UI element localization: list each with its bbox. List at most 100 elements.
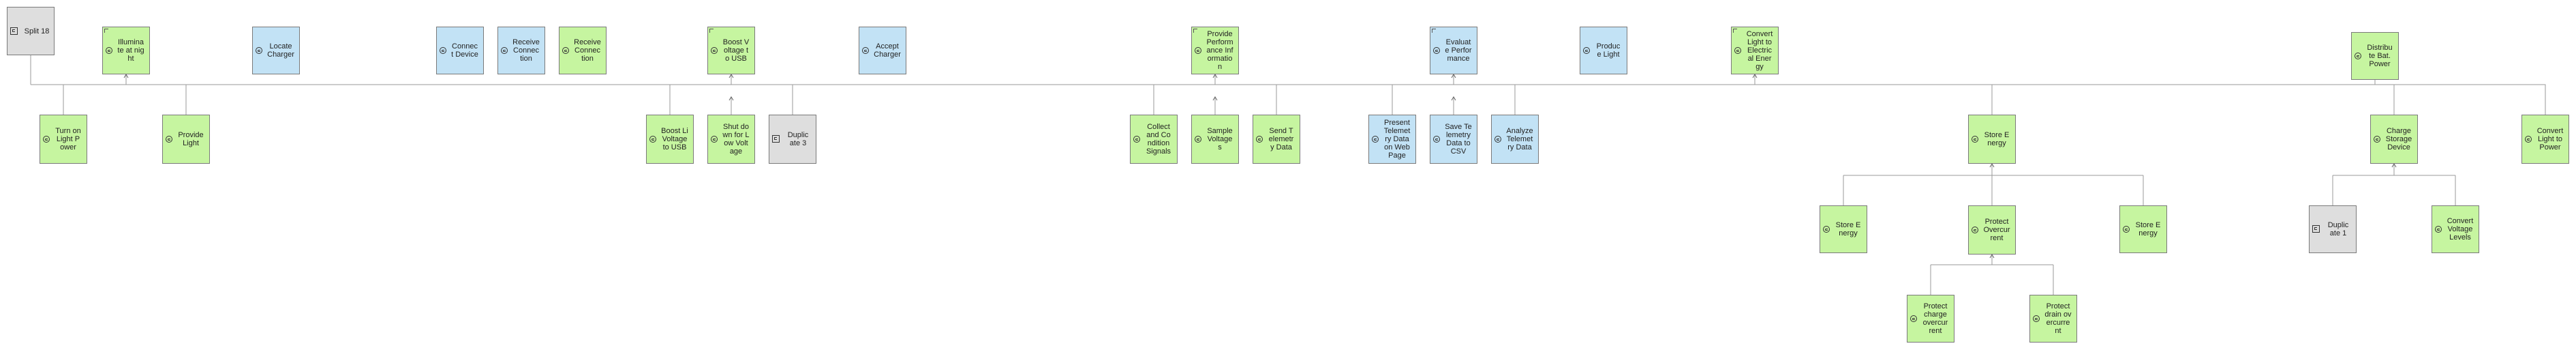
- function-icon: [1494, 136, 1501, 143]
- sample-voltages-node[interactable]: Sample Voltages: [1191, 115, 1239, 164]
- node-label: Provide Light: [178, 131, 204, 147]
- boost-li-voltage-node[interactable]: Boost Li Voltage to USB: [646, 115, 694, 164]
- node-label: Provide Performance Information: [1206, 30, 1233, 71]
- subtree-charge: [2332, 164, 2456, 205]
- duplicate-3-node[interactable]: Duplicate 3: [769, 115, 816, 164]
- corner-icon: [709, 29, 714, 33]
- node-label: Store Energy: [1835, 221, 1861, 237]
- node-label: Connect Device: [451, 42, 478, 59]
- protect-charge-overcurrent-node[interactable]: Protect charge overcurrent: [1907, 295, 1954, 343]
- function-icon: [1372, 136, 1379, 143]
- subtree-store: [1843, 164, 2144, 205]
- node-label: Boost Li Voltage to USB: [661, 127, 688, 151]
- arrow-provideperf: [1212, 74, 1218, 78]
- node-label: Turn on Light Power: [55, 127, 81, 151]
- function-icon: [1583, 47, 1590, 54]
- function-icon: [2525, 136, 2532, 143]
- save-telemetry-csv-node[interactable]: Save Telemetry Data to CSV: [1430, 115, 1477, 164]
- accept-charger-node[interactable]: Accept Charger: [859, 27, 906, 74]
- receive-connection-node-2[interactable]: Receive Connection: [559, 27, 607, 74]
- node-label: Convert Light to Electrical Energy: [1746, 30, 1773, 71]
- convert-light-power-node[interactable]: Convert Light to Power: [2521, 115, 2569, 164]
- distribute-bat-power-node[interactable]: Distribute Bat. Power: [2351, 32, 2399, 80]
- subtree-protect: [1930, 255, 2054, 295]
- receive-connection-node-1[interactable]: Receive Connection: [497, 27, 545, 74]
- node-label: Evaluate Performance: [1445, 38, 1472, 63]
- function-icon: [862, 47, 869, 54]
- store-energy-right-node[interactable]: Store Energy: [2119, 205, 2167, 253]
- arrow-boostusb: [729, 74, 734, 78]
- node-label: Charge Storage Device: [2385, 127, 2412, 151]
- node-label: Boost Voltage to USB: [722, 38, 750, 63]
- corner-icon: [1193, 29, 1197, 33]
- function-icon: [2374, 136, 2380, 143]
- turn-on-light-power-node[interactable]: Turn on Light Power: [40, 115, 87, 164]
- function-icon: [501, 47, 508, 54]
- present-telemetry-node[interactable]: Present Telemetry Data on Web Page: [1368, 115, 1416, 164]
- duplicate-1-node[interactable]: Duplicate 1: [2309, 205, 2357, 253]
- function-icon: [2033, 315, 2040, 322]
- produce-light-node[interactable]: Produce Light: [1580, 27, 1627, 74]
- function-icon: [2123, 226, 2130, 233]
- corner-icon: [1733, 29, 1737, 33]
- illuminate-at-night-node[interactable]: Illuminate at night: [102, 27, 150, 74]
- analyze-telemetry-node[interactable]: Analyze Telemetry Data: [1491, 115, 1539, 164]
- corner-icon: [104, 29, 108, 33]
- split-icon: [10, 27, 18, 35]
- node-label: Convert Light to Power: [2536, 127, 2564, 151]
- node-label: Store Energy: [2135, 221, 2161, 237]
- node-label: Analyze Telemetry Data: [1506, 127, 1533, 151]
- send-telemetry-data-node[interactable]: Send Telemetry Data: [1253, 115, 1300, 164]
- node-label: Split 18: [24, 27, 50, 35]
- arrow-shutdown: [729, 96, 734, 101]
- function-icon: [1256, 136, 1263, 143]
- split-18-node[interactable]: Split 18: [7, 7, 55, 55]
- node-label: Present Telemetry Data on Web Page: [1383, 119, 1411, 160]
- provide-performance-node[interactable]: Provide Performance Information: [1191, 27, 1239, 74]
- shut-down-low-voltage-node[interactable]: Shut down for Low Voltage: [707, 115, 755, 164]
- main-bus-line: [30, 55, 2546, 115]
- function-icon: [106, 47, 112, 54]
- arrowheads: [123, 74, 2397, 259]
- protect-overcurrent-node[interactable]: Protect Overcurrent: [1968, 205, 2016, 255]
- function-icon: [256, 47, 262, 54]
- node-label: Protect charge overcurrent: [1922, 302, 1948, 335]
- protect-drain-overcurrent-node[interactable]: Protect drain overcurrent: [2029, 295, 2077, 343]
- evaluate-performance-node[interactable]: Evaluate Performance: [1430, 27, 1477, 74]
- node-label: Protect drain overcurrent: [2044, 302, 2072, 335]
- function-icon: [562, 47, 569, 54]
- duplicate-icon: [772, 135, 780, 143]
- connect-device-node[interactable]: Connect Device: [436, 27, 484, 74]
- store-energy-left-node[interactable]: Store Energy: [1820, 205, 1867, 253]
- node-label: Accept Charger: [874, 42, 901, 59]
- node-label: Send Telemetry Data: [1268, 127, 1294, 151]
- function-icon: [43, 136, 50, 143]
- node-label: Store Energy: [1984, 131, 2010, 147]
- convert-light-electrical-node[interactable]: Convert Light to Electrical Energy: [1731, 27, 1779, 74]
- function-icon: [1195, 47, 1201, 54]
- function-icon: [440, 47, 446, 54]
- node-label: Duplicate 3: [787, 131, 809, 147]
- function-icon: [1734, 47, 1741, 54]
- duplicate-icon: [2312, 225, 2320, 233]
- function-icon: [1195, 136, 1201, 143]
- store-energy-main-node[interactable]: Store Energy: [1968, 115, 2016, 164]
- function-icon: [1433, 136, 1440, 143]
- function-icon: [711, 47, 718, 54]
- arrow-convertlight: [1752, 74, 1758, 78]
- function-icon: [166, 136, 172, 143]
- function-icon: [2355, 53, 2361, 59]
- node-label: Illuminate at night: [117, 38, 144, 63]
- node-label: Duplicate 1: [2327, 221, 2349, 237]
- locate-charger-node[interactable]: Locate Charger: [252, 27, 300, 74]
- arrow-charge: [2391, 163, 2397, 168]
- node-label: Convert Voltage Levels: [2447, 217, 2474, 242]
- collect-condition-signals-node[interactable]: Collect and Condition Signals: [1130, 115, 1178, 164]
- provide-light-node[interactable]: Provide Light: [162, 115, 210, 164]
- node-label: Receive Connection: [512, 38, 540, 63]
- convert-voltage-levels-node[interactable]: Convert Voltage Levels: [2432, 205, 2479, 253]
- node-label: Shut down for Low Voltage: [722, 123, 750, 156]
- function-icon: [711, 136, 718, 143]
- boost-voltage-usb-node[interactable]: Boost Voltage to USB: [707, 27, 755, 74]
- charge-storage-device-node[interactable]: Charge Storage Device: [2370, 115, 2418, 164]
